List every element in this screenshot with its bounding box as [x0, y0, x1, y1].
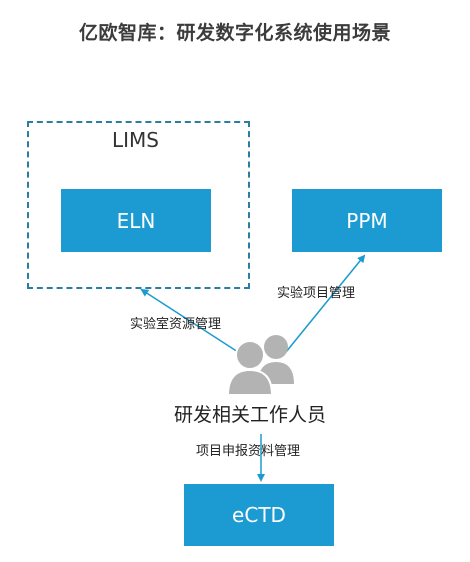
arrow-to-lims — [140, 288, 239, 353]
arrow-to-ppm — [285, 254, 366, 353]
ectd-label: eCTD — [232, 503, 286, 527]
ectd-box: eCTD — [184, 484, 334, 546]
eln-box: ELN — [61, 189, 211, 252]
ppm-label: PPM — [346, 208, 388, 233]
people-icon — [226, 335, 294, 396]
people-label: 研发相关工作人员 — [173, 404, 326, 426]
lims-label: LIMS — [112, 128, 159, 152]
lims-boundary — [27, 121, 250, 289]
edge-label-project-management: 实验项目管理 — [277, 286, 356, 301]
diagram-title: 亿欧智库：研发数字化系统使用场景 — [78, 22, 391, 44]
ppm-box: PPM — [292, 189, 442, 252]
eln-label: ELN — [116, 208, 156, 233]
edge-label-lab-management: 实验室资源管理 — [130, 317, 222, 332]
edge-label-filing-management: 项目申报资料管理 — [196, 444, 301, 459]
